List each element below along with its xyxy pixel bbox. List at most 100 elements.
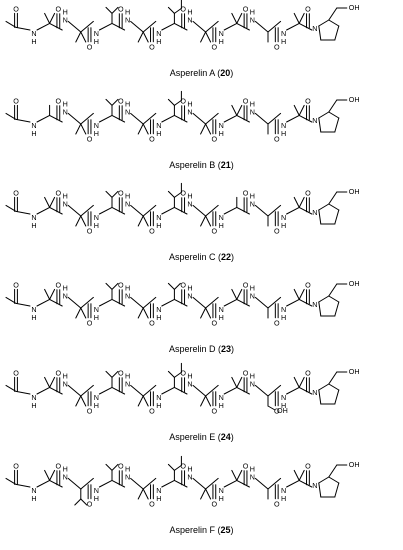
backbone-bond [236, 22, 250, 31]
nitrogen-atom: N [156, 213, 161, 222]
oxygen-atom: O [274, 227, 280, 236]
backbone-bond [161, 386, 175, 395]
backbone-bond [254, 20, 269, 33]
backbone-bond [267, 112, 282, 125]
methyl-bond [293, 104, 300, 116]
sidechain-bond [173, 191, 182, 198]
methyl-bond [205, 123, 212, 135]
oxygen-atom: O [243, 5, 249, 14]
backbone-bond [111, 298, 126, 307]
nitrogen-atom: N [312, 208, 317, 217]
oxygen-atom: O [149, 500, 155, 509]
ring-bond [328, 203, 340, 211]
backbone-bond [98, 206, 113, 215]
amide-hydrogen: H [187, 99, 192, 108]
methyl-bond [75, 395, 82, 407]
ring-bond [318, 209, 322, 225]
ring-bond [334, 301, 340, 317]
ring-bond [334, 117, 340, 133]
hydroxyl-group: OH [349, 95, 360, 104]
hydroxymethyl-bond [328, 283, 338, 297]
ring-bond [328, 111, 340, 119]
nitrogen-atom: N [281, 213, 286, 222]
backbone-bond [161, 206, 175, 215]
amide-hydrogen: H [156, 37, 161, 46]
backbone-bond [173, 386, 188, 395]
oxygen-atom: O [212, 319, 218, 328]
methyl-bond [231, 288, 238, 300]
oxygen-atom: O [274, 407, 280, 416]
backbone-bond [67, 477, 82, 490]
compound-name: Asperelin E [169, 432, 216, 442]
nitrogen-atom: N [219, 213, 224, 222]
sidechain-bond [74, 498, 82, 506]
backbone-bond [36, 298, 51, 307]
compound-name: Asperelin A [169, 68, 215, 78]
methyl-bond [205, 307, 212, 319]
oxygen-atom: O [87, 227, 93, 236]
amide-hydrogen: H [281, 221, 286, 230]
backbone-bond [36, 114, 51, 123]
nitrogen-atom: N [250, 379, 255, 388]
nitrogen-atom: N [250, 107, 255, 116]
amide-hydrogen: H [63, 99, 68, 108]
backbone-bond [236, 386, 250, 395]
methyl-bond [298, 104, 305, 116]
methyl-bond [236, 469, 243, 481]
sidechain-bond [105, 463, 113, 471]
hydroxymethyl-bond [328, 191, 338, 205]
methyl-bond [200, 307, 207, 319]
oxygen-atom: O [118, 5, 124, 14]
amide-hydrogen: H [281, 313, 286, 322]
backbone-bond [111, 386, 126, 395]
amide-hydrogen: H [31, 37, 36, 46]
backbone-bond [80, 204, 94, 217]
amide-hydrogen: H [187, 283, 192, 292]
nitrogen-atom: N [94, 486, 99, 495]
oxygen-atom: O [149, 135, 155, 144]
nitrogen-atom: N [219, 29, 224, 38]
backbone-bond [173, 114, 188, 123]
sidechain-bond [267, 405, 276, 411]
backbone-bond [286, 114, 300, 123]
backbone-bond [192, 112, 207, 125]
methyl-bond [236, 12, 243, 24]
backbone-bond [205, 204, 219, 217]
backbone-bond [98, 298, 113, 307]
nitrogen-atom: N [31, 29, 36, 38]
oxygen-atom: O [274, 43, 280, 52]
nitrogen-atom: N [125, 379, 130, 388]
oxygen-atom: O [149, 43, 155, 52]
oxygen-atom: O [118, 281, 124, 290]
oxygen-atom: O [118, 97, 124, 106]
oxygen-atom: O [56, 5, 62, 14]
nitrogen-atom: N [312, 481, 317, 490]
backbone-bond [298, 298, 313, 307]
ring-bond [318, 111, 330, 119]
methyl-bond [142, 395, 149, 407]
oxygen-atom: O [243, 97, 249, 106]
backbone-bond [298, 386, 313, 395]
backbone-bond [161, 22, 175, 31]
backbone-bond [236, 298, 250, 307]
methyl-bond [75, 123, 82, 135]
methyl-bond [80, 395, 87, 407]
sidechain-bond [111, 98, 119, 106]
methyl-bond [236, 104, 243, 116]
methyl-bond [142, 488, 149, 500]
nitrogen-atom: N [187, 107, 192, 116]
backbone-bond [205, 20, 219, 33]
acetyl-bond [15, 390, 31, 395]
nitrogen-atom: N [250, 199, 255, 208]
hydroxymethyl-bond [328, 464, 338, 478]
backbone-bond [142, 296, 157, 309]
amide-hydrogen: H [63, 283, 68, 292]
ring-bond [334, 482, 340, 498]
oxygen-atom: O [212, 135, 218, 144]
backbone-bond [286, 479, 300, 488]
amide-hydrogen: H [156, 221, 161, 230]
